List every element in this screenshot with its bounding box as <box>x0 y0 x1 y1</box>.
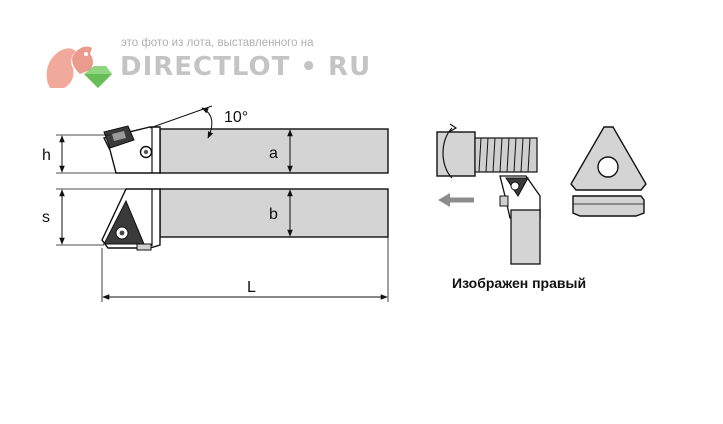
dim-b-label: b <box>269 206 278 223</box>
rotation-arrow-icon <box>448 123 458 133</box>
dim-s-label: s <box>42 209 50 226</box>
insert-views <box>570 126 647 217</box>
dim-L-label: L <box>247 279 256 296</box>
right-hand-caption: Изображен правый <box>452 275 587 291</box>
workpiece-illustration <box>436 123 541 265</box>
top-view: 10° h a <box>42 105 389 174</box>
insert-side-view <box>572 195 645 217</box>
side-insert <box>103 199 145 245</box>
squirrel-gem-logo-icon <box>42 38 114 97</box>
top-shank <box>159 128 389 174</box>
threaded-section <box>474 137 538 173</box>
vertical-tool-shank <box>510 209 541 265</box>
watermark-brand: DIRECTLOT • RU <box>120 52 372 82</box>
length-dimension: L <box>101 237 389 302</box>
side-view: s b <box>42 188 389 251</box>
dim-a-label: a <box>269 145 278 162</box>
dim-h-label: h <box>42 147 51 164</box>
watermark-caption: это фото из лота, выставленного на <box>121 37 314 49</box>
insert-hole-icon <box>597 156 619 178</box>
side-shank <box>159 188 389 238</box>
angle-label: 10° <box>224 109 248 126</box>
